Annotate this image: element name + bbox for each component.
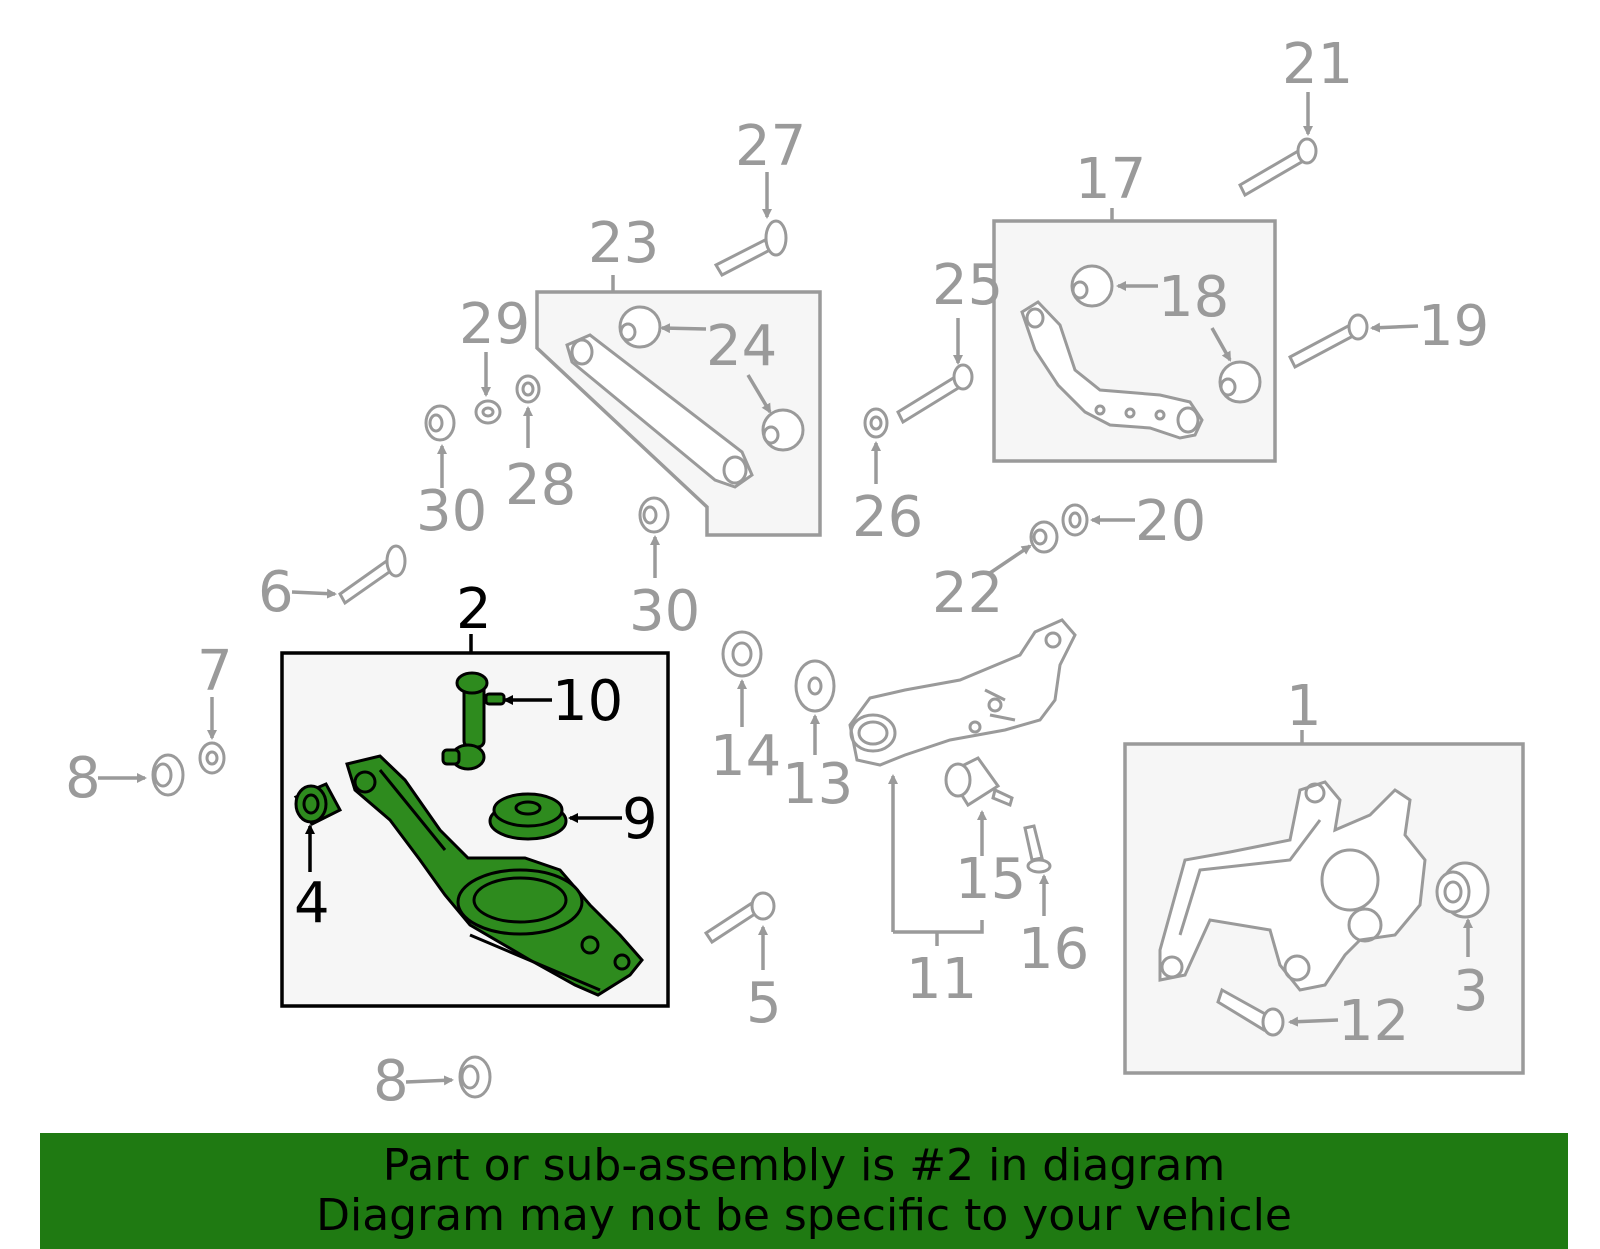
bolt-21-icon[interactable] xyxy=(1238,137,1318,198)
banner-line-1: Part or sub-assembly is #2 in diagram xyxy=(382,1140,1226,1191)
camber-arm-17-icon[interactable] xyxy=(1020,300,1204,440)
callout-18[interactable]: 18 xyxy=(1158,265,1229,330)
nut-30a-icon[interactable] xyxy=(424,404,456,442)
callout-27[interactable]: 27 xyxy=(735,114,806,179)
callout-26[interactable]: 26 xyxy=(852,485,923,550)
callout-8a[interactable]: 8 xyxy=(65,746,101,811)
callout-10[interactable]: 10 xyxy=(552,669,623,734)
callout-17[interactable]: 17 xyxy=(1075,147,1146,212)
callout-22[interactable]: 22 xyxy=(932,561,1003,626)
bolt-5-icon[interactable] xyxy=(703,891,776,945)
nut-14-icon[interactable] xyxy=(721,630,763,678)
callout-3[interactable]: 3 xyxy=(1453,959,1489,1024)
callout-24[interactable]: 24 xyxy=(706,314,777,379)
callout-7[interactable]: 7 xyxy=(197,639,233,704)
bolt-12-icon[interactable] xyxy=(1216,987,1285,1037)
washer-28-icon[interactable] xyxy=(515,374,541,404)
info-banner: Part or sub-assembly is #2 in diagram Di… xyxy=(40,1133,1568,1249)
bolt-25-icon[interactable] xyxy=(896,363,974,425)
lower-control-arm-icon[interactable] xyxy=(345,754,644,997)
callout-4[interactable]: 4 xyxy=(294,871,330,936)
bushing-4-icon[interactable] xyxy=(293,782,343,826)
spring-seat-9-icon[interactable] xyxy=(488,792,568,841)
nut-22-icon[interactable] xyxy=(1029,520,1059,554)
callout-12[interactable]: 12 xyxy=(1338,989,1409,1054)
callout-15[interactable]: 15 xyxy=(955,847,1026,912)
nut-8a-icon[interactable] xyxy=(151,753,185,797)
washer-7-icon[interactable] xyxy=(198,741,226,775)
callout-20[interactable]: 20 xyxy=(1135,489,1206,554)
upper-link-23-icon[interactable] xyxy=(565,333,754,489)
leader-lines xyxy=(98,92,1473,1086)
trailing-arm-11-icon[interactable] xyxy=(848,618,1077,767)
bolt-6-icon[interactable] xyxy=(338,544,407,606)
banner-line-2: Diagram may not be specific to your vehi… xyxy=(316,1190,1292,1241)
washer-26-icon[interactable] xyxy=(863,407,889,439)
bushing-18a-icon[interactable] xyxy=(1070,264,1114,308)
washer-20-icon[interactable] xyxy=(1061,503,1089,537)
callout-1[interactable]: 1 xyxy=(1286,674,1322,739)
callout-16[interactable]: 16 xyxy=(1018,917,1089,982)
callout-23[interactable]: 23 xyxy=(588,211,659,276)
bushing-24b-icon[interactable] xyxy=(761,408,805,452)
callout-29[interactable]: 29 xyxy=(459,292,530,357)
bolt-16-icon[interactable] xyxy=(1023,824,1052,874)
callout-2[interactable]: 2 xyxy=(456,577,492,642)
callout-9[interactable]: 9 xyxy=(622,787,658,852)
bolt-27-icon[interactable] xyxy=(713,219,788,277)
callout-30a[interactable]: 30 xyxy=(416,479,487,544)
callout-5[interactable]: 5 xyxy=(746,971,782,1036)
callout-6[interactable]: 6 xyxy=(258,560,294,625)
callout-28[interactable]: 28 xyxy=(505,453,576,518)
callout-14[interactable]: 14 xyxy=(710,724,781,789)
bushing-15-icon[interactable] xyxy=(944,756,1014,808)
washer-29-icon[interactable] xyxy=(474,399,502,425)
callout-21[interactable]: 21 xyxy=(1282,32,1353,97)
callout-25[interactable]: 25 xyxy=(932,253,1003,318)
knuckle-1-icon[interactable] xyxy=(1158,780,1427,992)
callout-13[interactable]: 13 xyxy=(782,752,853,817)
bushing-3-icon[interactable] xyxy=(1435,861,1490,919)
callout-11[interactable]: 11 xyxy=(906,947,977,1012)
bushing-18b-icon[interactable] xyxy=(1218,360,1262,404)
nut-8b-icon[interactable] xyxy=(458,1055,492,1099)
callout-30b[interactable]: 30 xyxy=(629,579,700,644)
callout-19[interactable]: 19 xyxy=(1418,294,1489,359)
nut-30b-icon[interactable] xyxy=(638,496,670,534)
callout-8b[interactable]: 8 xyxy=(373,1049,409,1114)
bushing-24a-icon[interactable] xyxy=(618,305,662,349)
bolt-19-icon[interactable] xyxy=(1288,313,1369,370)
washer-13-icon[interactable] xyxy=(794,659,836,713)
